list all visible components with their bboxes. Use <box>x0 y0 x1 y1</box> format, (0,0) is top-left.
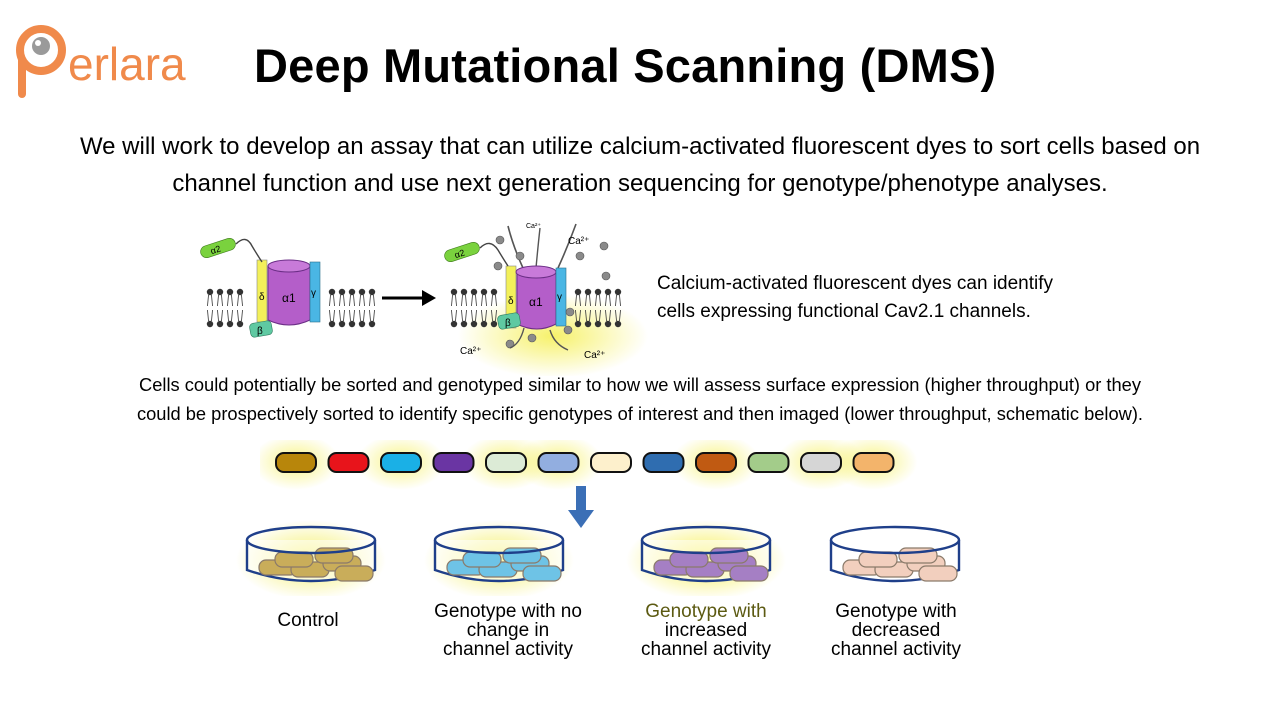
svg-text:α2: α2 <box>209 244 222 257</box>
caption-line-1: Calcium-activated fluorescent dyes can i… <box>657 273 1054 294</box>
dish-cell <box>918 565 958 582</box>
dish-cell <box>858 551 898 568</box>
svg-text:Ca²⁺: Ca²⁺ <box>568 236 589 247</box>
open-channel-figure: δ α1 γ β α2 Ca²⁺ Ca²⁺ Ca²⁺ Ca²⁺ <box>444 223 648 376</box>
sorting-line-2: could be prospectively sorted to identif… <box>136 403 1144 424</box>
petri-dish-no-change <box>424 520 574 596</box>
cell-variant-row <box>260 440 918 490</box>
cell-pill <box>747 452 790 473</box>
cell-pill <box>380 452 422 473</box>
cell-pill <box>800 452 842 473</box>
svg-text:Ca²⁺: Ca²⁺ <box>526 223 541 230</box>
sorting-paragraph: Cells could potentially be sorted and ge… <box>40 370 1240 428</box>
cell-pill <box>590 452 632 473</box>
cell-pill <box>695 452 737 473</box>
dye-caption: Calcium-activated fluorescent dyes can i… <box>657 270 1137 326</box>
svg-text:γ: γ <box>311 288 316 299</box>
slide-title: Deep Mutational Scanning (DMS) <box>254 39 997 92</box>
dish-cell <box>669 551 709 568</box>
down-arrow-icon <box>568 486 594 528</box>
closed-channel-figure: δ α1 γ β α2 <box>200 237 376 338</box>
perlara-logo: erlara <box>16 25 186 98</box>
sorting-line-1: Cells could potentially be sorted and ge… <box>139 374 1141 395</box>
svg-text:β: β <box>505 318 511 329</box>
petri-dish-control <box>236 520 386 596</box>
cell-pill <box>852 452 895 473</box>
caption-line-2: cells expressing functional Cav2.1 chann… <box>657 301 1031 322</box>
right-arrow-icon <box>382 290 436 306</box>
svg-text:δ: δ <box>259 292 265 303</box>
cell-pill <box>432 452 475 473</box>
dish-label-control: Control <box>277 610 339 631</box>
dish-cell <box>522 565 562 582</box>
dish-cell <box>274 551 314 568</box>
svg-text:α1: α1 <box>529 295 543 309</box>
cell-pill <box>327 452 370 473</box>
cell-pill <box>642 452 685 473</box>
svg-text:δ: δ <box>508 296 514 307</box>
intro-paragraph: We will work to develop an assay that ca… <box>79 133 1201 197</box>
logo-text: erlara <box>68 38 186 90</box>
petri-dish-increased <box>626 520 786 596</box>
svg-text:β: β <box>257 326 263 337</box>
cell-pill <box>275 452 317 473</box>
dish-cell <box>334 565 374 582</box>
cell-pill <box>537 452 580 473</box>
svg-text:α1: α1 <box>282 291 296 305</box>
dish-cell <box>729 565 769 582</box>
svg-text:Ca²⁺: Ca²⁺ <box>460 346 481 357</box>
cell-pill <box>485 452 527 473</box>
dish-cell <box>462 551 502 568</box>
svg-text:γ: γ <box>557 292 562 303</box>
petri-dish-decreased <box>829 525 961 583</box>
svg-text:Ca²⁺: Ca²⁺ <box>584 350 605 361</box>
svg-text:α2: α2 <box>453 248 466 261</box>
